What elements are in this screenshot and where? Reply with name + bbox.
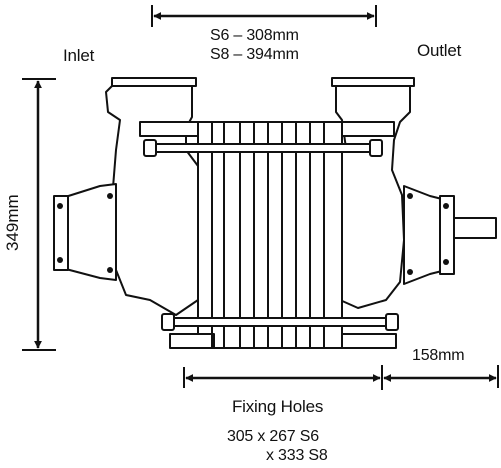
fixing-holes-line2: x 333 S8	[266, 447, 328, 464]
inlet-label: Inlet	[63, 46, 95, 65]
pump-body	[53, 77, 497, 349]
outlet-label: Outlet	[417, 41, 462, 60]
tie-bar-nuts	[143, 139, 399, 331]
length-dimension	[151, 5, 377, 27]
length-s8-label: S8 – 394mm	[210, 46, 299, 63]
outlet-bottom-plate	[341, 333, 397, 349]
drive-shaft	[453, 217, 497, 239]
stage-section	[197, 121, 343, 349]
length-s6-label: S6 – 308mm	[210, 27, 299, 44]
fixing-holes-title: Fixing Holes	[232, 397, 324, 416]
shaft-extension-label: 158mm	[412, 347, 465, 364]
outlet-casing	[335, 79, 411, 309]
inlet-casing	[105, 79, 199, 316]
fixing-holes-dimension	[183, 365, 383, 390]
inlet-flange	[111, 77, 197, 87]
fixing-holes-line1: 305 x 267 S6	[227, 428, 319, 445]
outlet-flange	[331, 77, 415, 87]
left-bearing-cap	[53, 195, 69, 271]
inlet-top-plate	[139, 121, 199, 137]
height-label: 349mm	[3, 194, 22, 251]
outlet-top-plate	[341, 121, 395, 137]
bearing-bolts	[57, 193, 449, 275]
height-dimension	[22, 78, 56, 351]
stage-ribs	[211, 122, 325, 348]
shaft-extension-dimension	[383, 365, 499, 388]
inlet-bottom-plate	[169, 333, 215, 349]
left-bearing-housing	[61, 183, 117, 281]
